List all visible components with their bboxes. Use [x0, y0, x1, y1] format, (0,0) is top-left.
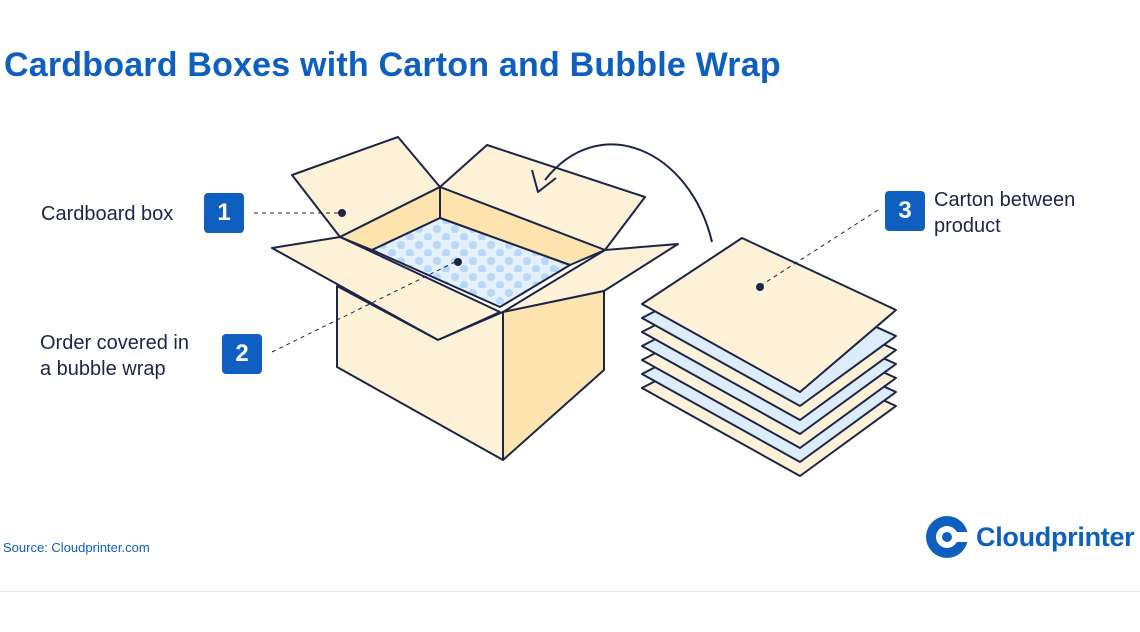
callout-3-label-line1: Carton between [934, 189, 1076, 211]
cloudprinter-logo-icon [926, 516, 970, 558]
source-note: Source: Cloudprinter.com [3, 540, 150, 555]
marker-dot-2 [454, 258, 462, 266]
brand-logo: Cloudprinter [924, 514, 1135, 560]
callout-2-label: Order covered in a bubble wrap [40, 330, 189, 382]
footer-divider [0, 591, 1140, 592]
curved-arrow [544, 143, 713, 243]
box-face-side [502, 290, 605, 461]
page-title: Cardboard Boxes with Carton and Bubble W… [4, 46, 781, 84]
logo-wordmark: Cloudprinter [976, 521, 1135, 552]
marker-dot-1 [338, 209, 346, 217]
bubble-wrap-contents [371, 217, 571, 308]
marker-dot-3 [756, 283, 764, 291]
callout-2-label-line2: a bubble wrap [40, 358, 166, 380]
callout-2-badge: 2 [222, 334, 262, 374]
leader-line-2 [271, 261, 456, 353]
callout-2-label-line1: Order covered in [40, 332, 189, 354]
callout-3-label: Carton between product [934, 187, 1075, 239]
callout-3-label-line2: product [934, 215, 1001, 237]
callout-1-badge: 1 [204, 193, 244, 233]
callout-1-label: Cardboard box [41, 203, 174, 225]
arrow-head-icon [531, 169, 557, 193]
stack-sheet-top-carton [641, 237, 897, 393]
callout-3-badge: 3 [885, 191, 925, 231]
